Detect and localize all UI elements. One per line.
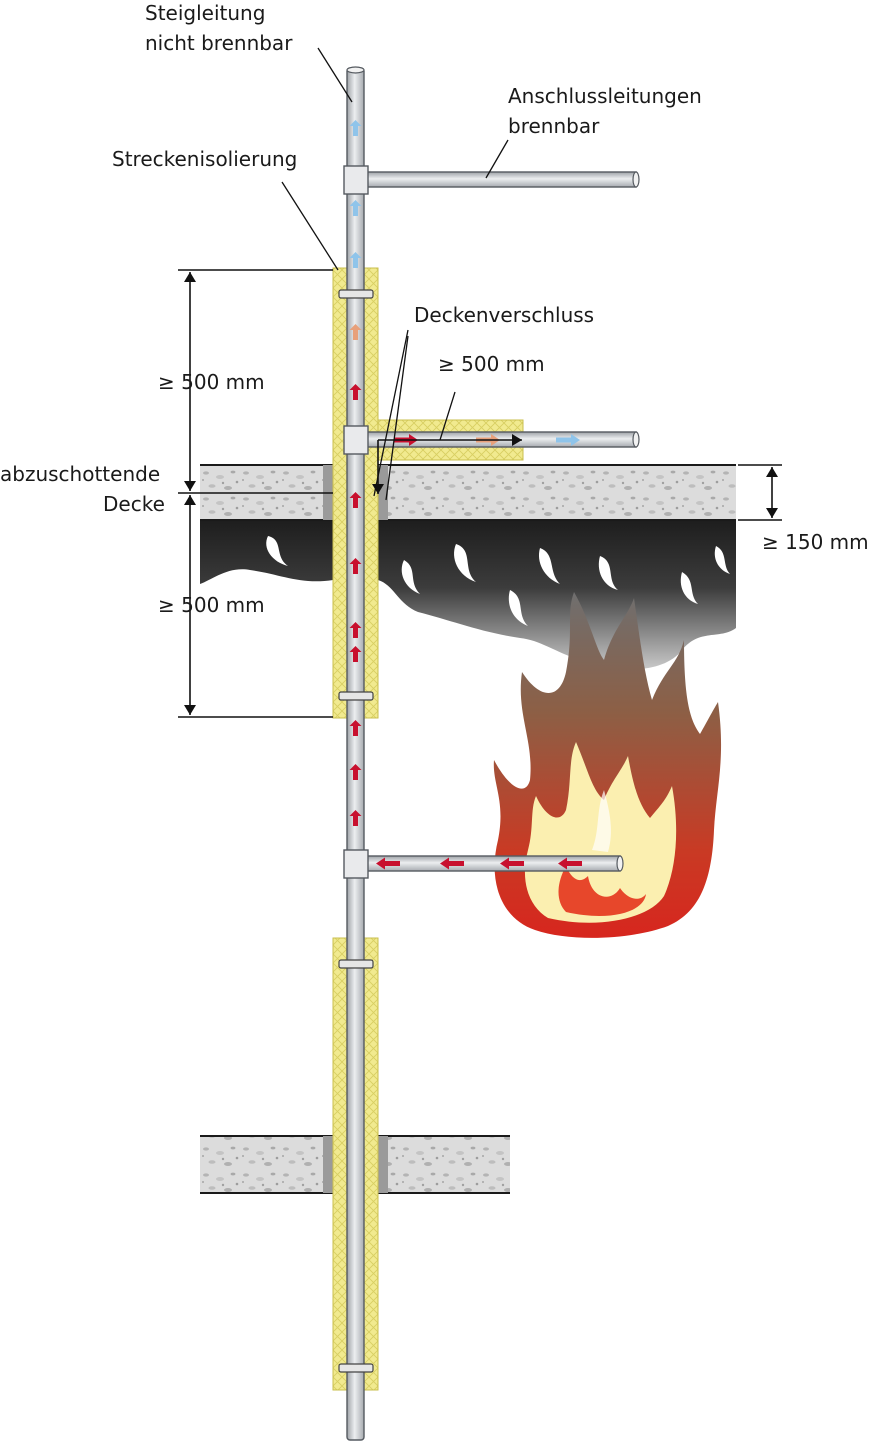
label-dim-branch: ≥ 500 mm [438, 352, 545, 376]
label-decke: Decke [103, 492, 165, 516]
labels: Steigleitung nicht brennbar Anschlusslei… [0, 1, 869, 617]
arrow-icon [349, 764, 362, 780]
label-dim-slab: ≥ 150 mm [762, 530, 869, 554]
label-abzuschottende: abzuschottende [0, 462, 160, 486]
arrow-icon [440, 857, 464, 870]
arrow-icon [349, 324, 362, 340]
arrow-icon [349, 622, 362, 638]
fire-icon [493, 592, 722, 938]
arrow-icon [349, 492, 362, 508]
arrow-icon [349, 810, 362, 826]
arrow-icon [349, 558, 362, 574]
dimension-lines [178, 269, 782, 718]
tee-fittings [343, 165, 369, 879]
pipe-clamps [338, 289, 374, 1373]
arrow-icon [349, 200, 362, 216]
label-steigleitung-2: nicht brennbar [145, 31, 293, 55]
arrow-icon [349, 384, 362, 400]
label-anschluss-1: Anschlussleitungen [508, 84, 702, 108]
label-anschluss-2: brennbar [508, 114, 600, 138]
arrow-icon [349, 646, 362, 662]
arrow-icon [558, 857, 582, 870]
label-streckenisolierung: Streckenisolierung [112, 147, 297, 171]
leader-lines [281, 47, 509, 501]
arrow-icon [349, 120, 362, 136]
label-steigleitung-1: Steigleitung [145, 1, 265, 25]
arrow-icon [349, 252, 362, 268]
smoke-icon [200, 521, 736, 670]
arrow-icon [376, 857, 400, 870]
label-dim-bottom: ≥ 500 mm [158, 593, 265, 617]
arrow-icon [349, 720, 362, 736]
riser-pipe [346, 66, 365, 1441]
arrow-icon [556, 434, 580, 446]
label-dim-top: ≥ 500 mm [158, 370, 265, 394]
arrow-icon [500, 857, 524, 870]
label-deckenverschluss: Deckenverschluss [414, 303, 594, 327]
